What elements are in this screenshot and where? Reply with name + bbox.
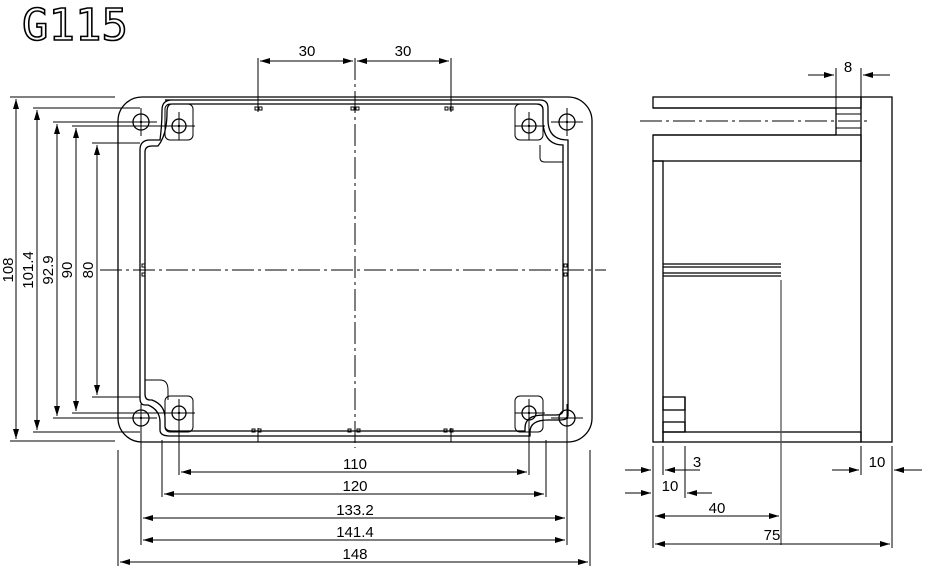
svg-text:101.4: 101.4: [20, 251, 37, 289]
svg-text:108: 108: [0, 257, 17, 282]
svg-text:80: 80: [80, 262, 97, 279]
svg-text:G115: G115: [22, 0, 128, 51]
lid-section: [860, 96, 893, 443]
front-view: 30 30 108 101.4 92.9 90 80: [0, 43, 606, 566]
side-view: 8 3 10 40 75 10: [625, 59, 922, 548]
svg-text:40: 40: [709, 500, 726, 517]
gasket-inner: [144, 103, 564, 432]
svg-text:110: 110: [343, 456, 367, 473]
top-dimensions: 30 30: [257, 43, 452, 112]
svg-text:10: 10: [662, 478, 679, 495]
svg-text:133.2: 133.2: [336, 502, 374, 519]
bottom-dimensions: 110 120 133.2 141.4 148: [117, 420, 591, 566]
svg-text:8: 8: [844, 59, 852, 76]
svg-text:3: 3: [693, 454, 701, 471]
svg-text:75: 75: [764, 527, 781, 544]
svg-text:92.9: 92.9: [40, 255, 57, 284]
svg-text:148: 148: [342, 546, 367, 563]
svg-text:30: 30: [299, 43, 316, 60]
svg-text:141.4: 141.4: [336, 524, 374, 541]
svg-text:90: 90: [59, 262, 76, 279]
left-dimensions: 108 101.4 92.9 90 80: [0, 96, 165, 442]
svg-text:10: 10: [869, 454, 886, 471]
model-title: G115: [21, 0, 129, 52]
gasket-outer: [139, 99, 569, 437]
svg-text:30: 30: [395, 43, 412, 60]
svg-text:120: 120: [342, 478, 367, 495]
